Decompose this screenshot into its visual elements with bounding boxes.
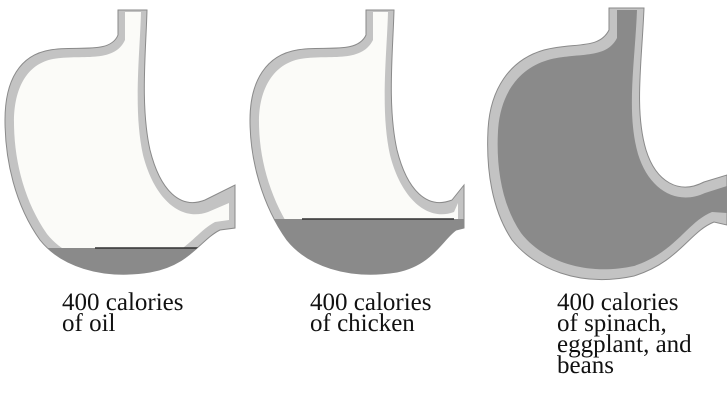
caption-oil: 400 calories of oil: [62, 292, 183, 334]
stomach-oil-illustration: [0, 0, 242, 300]
caption-chicken: 400 calories of chicken: [310, 292, 431, 334]
stomach-interior: [14, 12, 229, 266]
stomach-chicken-illustration: [242, 0, 484, 300]
stomach-contents-chicken: [242, 219, 484, 300]
stomach-panel-oil: 400 calories of oil: [0, 0, 242, 393]
caption-line: of oil: [62, 313, 183, 334]
stomach-vegetables-illustration: [484, 0, 727, 300]
caption-vegetables: 400 calories of spinach, eggplant, and b…: [557, 292, 692, 376]
stomach-panel-chicken: 400 calories of chicken: [242, 0, 484, 393]
caption-line: of chicken: [310, 313, 431, 334]
caption-line: beans: [557, 355, 692, 376]
stomach-panel-vegetables: 400 calories of spinach, eggplant, and b…: [484, 0, 727, 393]
